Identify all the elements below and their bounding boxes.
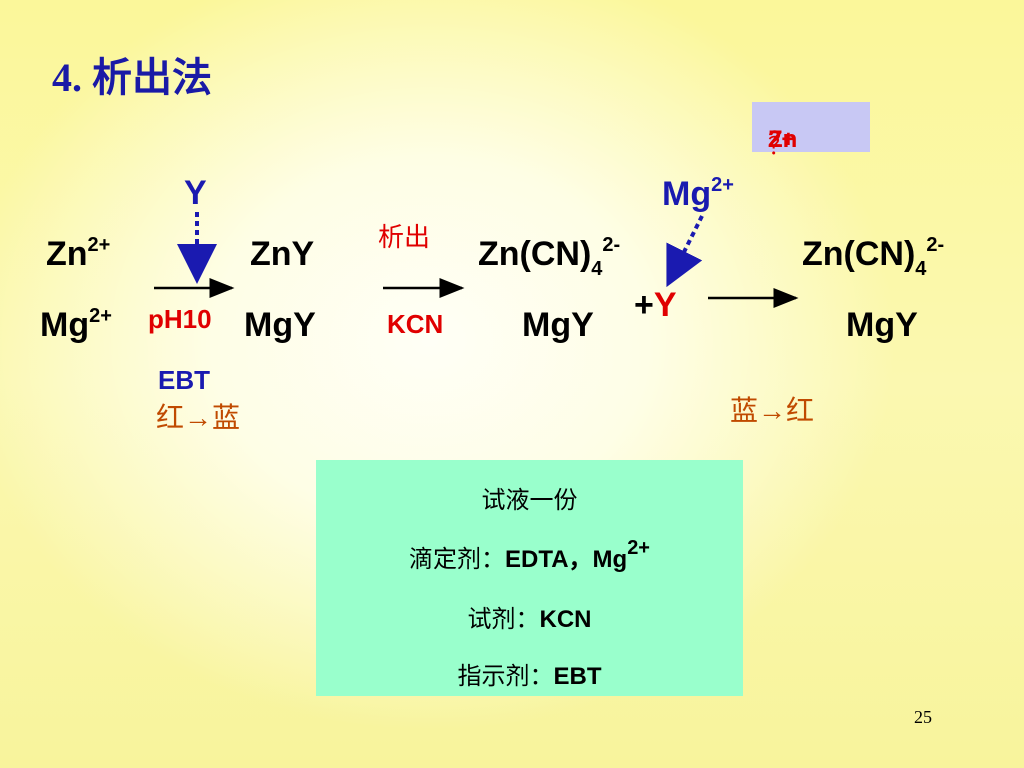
final-mgy: MgY — [846, 306, 918, 344]
summary-line-3: 试剂：KCN — [467, 606, 592, 633]
summary-line-4: 指示剂：EBT — [457, 663, 602, 690]
product-zny: ZnY — [250, 235, 315, 273]
complex-zncn4: Zn(CN)42- — [478, 234, 621, 280]
page-number: 25 — [914, 707, 932, 727]
product-mgy: MgY — [244, 306, 316, 344]
summary-line-2: 滴定剂：EDTA，Mg2+ — [408, 537, 650, 573]
reactant-zn: Zn2+ — [46, 234, 111, 273]
reagent-mg: Mg2+ — [662, 174, 734, 213]
final-zncn4: Zn(CN)42- — [802, 234, 945, 280]
page-title: 4. 析出法 — [52, 58, 212, 98]
step2-label: 析出 — [378, 222, 431, 252]
title-text: 析出法 — [92, 55, 212, 100]
reagent-y: Y — [184, 174, 207, 212]
color-change-1: 红→蓝 — [156, 402, 241, 433]
arrow-mg-dotted — [666, 215, 704, 288]
reagent-kcn: KCN — [387, 309, 444, 339]
reactant-mg: Mg2+ — [40, 305, 112, 344]
mgy-middle: MgY — [522, 306, 594, 344]
released-y: +Y — [634, 286, 677, 324]
condition-ph: pH10 — [148, 304, 212, 334]
title-number: 4. — [52, 55, 82, 100]
summary-line-1: 试液一份 — [481, 487, 578, 514]
color-change-2: 蓝→红 — [730, 395, 815, 426]
summary-box: 试液一份 滴定剂：EDTA，Mg2+ 试剂：KCN 指示剂：EBT — [316, 460, 743, 696]
indicator-ebt: EBT — [158, 365, 210, 395]
